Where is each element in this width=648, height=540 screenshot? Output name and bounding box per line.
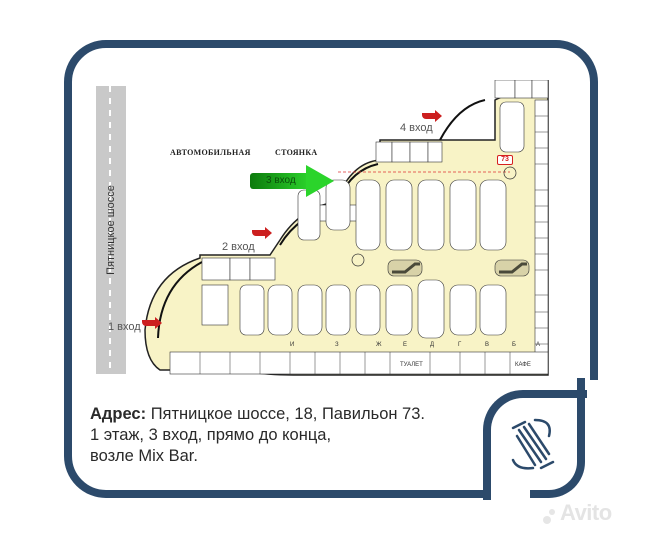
address-line-1: Пятницкое шоссе, 18, Павильон 73. <box>146 405 425 423</box>
address-block: Адрес: Пятницкое шоссе, 18, Павильон 73.… <box>90 404 490 467</box>
road <box>96 86 126 374</box>
avito-logo-icon <box>543 509 555 524</box>
entry-2-arrow-icon <box>252 227 272 239</box>
svg-text:И: И <box>290 342 294 348</box>
svg-text:ТУАЛЕТ: ТУАЛЕТ <box>400 362 423 368</box>
svg-text:Б: Б <box>512 342 516 348</box>
address-line-2: 1 этаж, 3 вход, прямо до конца, <box>90 426 332 444</box>
svg-text:А: А <box>536 342 540 348</box>
address-label: Адрес: <box>90 405 147 423</box>
entry-2-label: 2 вход <box>222 241 255 253</box>
logo-frame <box>483 390 587 500</box>
parking-label-1: АВТОМОБИЛЬНАЯ <box>170 148 251 157</box>
svg-text:Д: Д <box>430 342 434 348</box>
pavilion-73-marker: 73 <box>497 155 513 165</box>
entry-4-label: 4 вход <box>400 122 433 134</box>
entry-3-label: 3 вход <box>266 175 296 186</box>
watermark: Avito <box>560 500 612 525</box>
entry-4-arrow-icon <box>422 110 442 122</box>
svg-text:КАФЕ: КАФЕ <box>515 362 531 368</box>
floor-plan: И З Ж Е Д Г В Б А ТУАЛЕТ КАФЕ <box>144 80 549 376</box>
main-entry-arrow-icon: 3 вход <box>250 165 334 197</box>
svg-text:В: В <box>485 342 489 348</box>
brand-logo-icon <box>511 418 555 470</box>
frame-corner <box>530 440 585 498</box>
road-dashed-line <box>109 86 111 374</box>
parking-label-2: СТОЯНКА <box>275 148 318 157</box>
svg-text:Е: Е <box>403 342 407 348</box>
svg-text:З: З <box>335 342 339 348</box>
address-line-3: возле Mix Bar. <box>90 447 198 465</box>
road-label: Пятницкое шоссе <box>105 185 117 275</box>
entry-1-label: 1 вход <box>108 321 141 333</box>
entry-1-arrow-icon <box>142 317 162 329</box>
svg-text:Ж: Ж <box>376 342 382 348</box>
svg-text:Г: Г <box>458 342 462 348</box>
